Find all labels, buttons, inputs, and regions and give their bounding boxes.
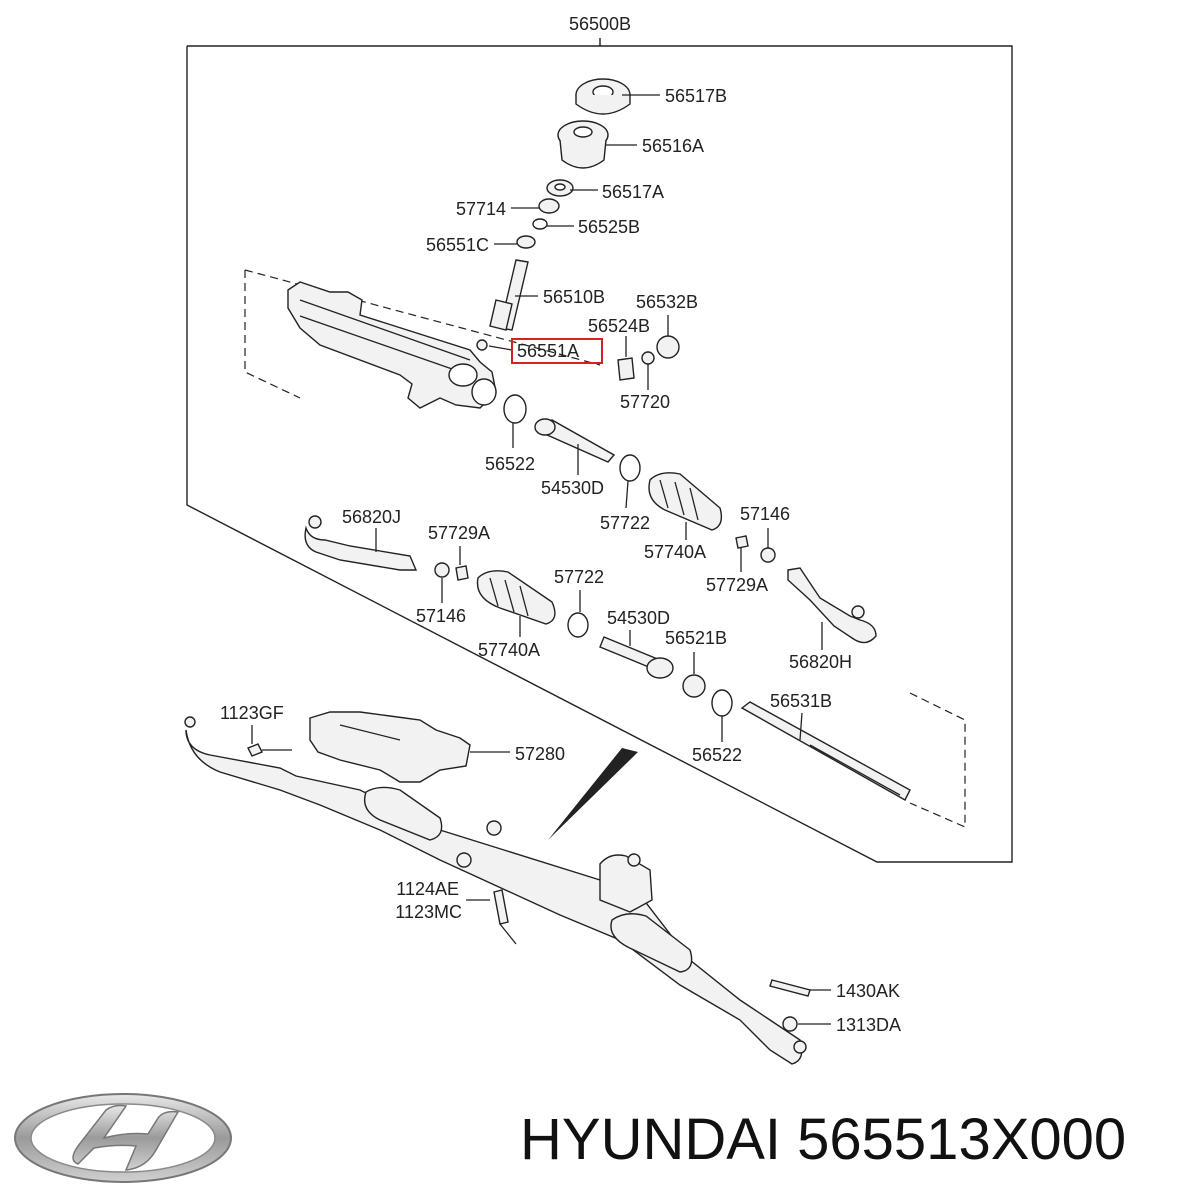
part-number: 565513X000 <box>797 1107 1127 1172</box>
brand-name: HYUNDAI <box>520 1107 782 1172</box>
hyundai-logo-icon <box>14 1093 232 1183</box>
callout-56517b: 56517B <box>665 86 727 106</box>
callout-57280: 57280 <box>515 744 565 764</box>
rack-housing-upper <box>287 281 497 409</box>
leader-lines <box>251 94 831 1025</box>
callout-57729a: 57729A <box>428 523 490 543</box>
callout-56532b: 56532B <box>636 292 698 312</box>
callout-56551a-highlighted: 56551A <box>517 341 579 361</box>
callout-56521b: 56521B <box>665 628 727 648</box>
inner-tie-rods <box>534 418 674 679</box>
assembly-frame <box>186 38 1013 863</box>
callout-56820h: 56820H <box>789 652 852 672</box>
callout-56500b: 56500B <box>569 14 631 34</box>
callout-56517a: 56517A <box>602 182 664 202</box>
callout-56516a: 56516A <box>642 136 704 156</box>
callout-56820j: 56820J <box>342 507 401 527</box>
callout-57720: 57720 <box>620 392 670 412</box>
callout-56525b: 56525B <box>578 217 640 237</box>
callout-57146: 57146 <box>740 504 790 524</box>
callout-1313da: 1313DA <box>836 1015 901 1035</box>
parts-diagram: 56500B 56517B 56516A 56517A 57714 56525B 56551… <box>184 14 1013 1065</box>
callout-57740a: 57740A <box>644 542 706 562</box>
callout-56524b: 56524B <box>588 316 650 336</box>
callout-57714: 57714 <box>456 199 506 219</box>
callout-1124ae: 1124AE <box>396 879 459 899</box>
upper-mount-parts <box>476 78 631 351</box>
callout-56551c: 56551C <box>426 235 489 255</box>
seals-and-caps <box>434 335 776 717</box>
callout-56510b: 56510B <box>543 287 605 307</box>
callout-57722: 57722 <box>600 513 650 533</box>
callout-1430ak: 1430AK <box>836 981 900 1001</box>
assembled-rack-lower <box>184 711 811 1065</box>
callout-54530d: 54530D <box>607 608 670 628</box>
callout-56531b: 56531B <box>770 691 832 711</box>
rack-bar <box>740 701 911 801</box>
callout-labels: 56500B 56517B 56516A 56517A 57714 56525B 56551… <box>220 14 901 1035</box>
outer-tie-rod-ends <box>304 515 877 644</box>
callout-56522: 56522 <box>485 454 535 474</box>
callout-57740a: 57740A <box>478 640 540 660</box>
footer-part-title: HYUNDAI 565513X000 <box>520 1100 1192 1180</box>
callout-57722: 57722 <box>554 567 604 587</box>
callout-56522: 56522 <box>692 745 742 765</box>
view-arrow-icon <box>548 748 638 840</box>
highlight-box <box>511 338 603 364</box>
callout-57729a: 57729A <box>706 575 768 595</box>
bellows-boots <box>476 472 723 698</box>
callout-54530d: 54530D <box>541 478 604 498</box>
callout-1123gf: 1123GF <box>220 703 284 723</box>
callout-1123mc: 1123MC <box>395 902 462 922</box>
callout-57146: 57146 <box>416 606 466 626</box>
